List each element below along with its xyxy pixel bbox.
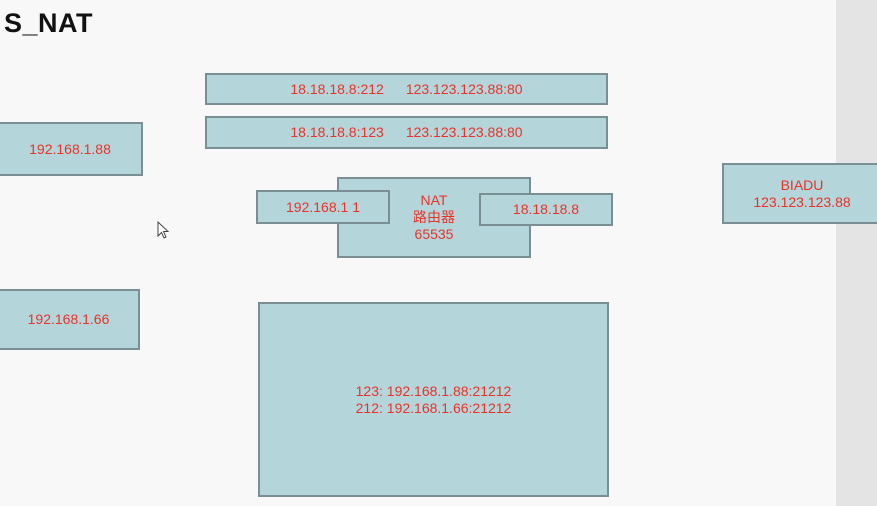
host-1-ip: 192.168.1.88 — [29, 140, 111, 157]
router-label: NAT — [420, 192, 448, 208]
server-ip: 123.123.123.88 — [753, 193, 851, 210]
host-192-168-1-88: 192.168.1.88 — [0, 122, 143, 176]
nat-row-2-source: 18.18.18.8:123 — [290, 124, 384, 140]
router-outer-interface: 18.18.18.8 — [479, 193, 613, 226]
nat-row-1-destination: 123.123.123.88:80 — [405, 80, 523, 97]
host-192-168-1-66: 192.168.1.66 — [0, 289, 140, 350]
router-inner-interface: 192.168.1 1 — [256, 190, 390, 224]
mouse-pointer-icon — [157, 221, 170, 239]
port-mapping-table: 123: 192.168.1.88:21212 212: 192.168.1.6… — [258, 302, 609, 497]
router-type: 路由器 — [413, 209, 455, 225]
router-port-count: 65535 — [414, 226, 454, 242]
nat-table-row-2: 18.18.18.8:123 123.123.123.88:80 — [205, 116, 608, 149]
server-biadu: BIADU 123.123.123.88 — [722, 163, 877, 224]
nat-row-1-source: 18.18.18.8:212 — [290, 80, 384, 97]
nat-row-2-destination: 123.123.123.88:80 — [405, 124, 523, 140]
port-map-line-1: 123: 192.168.1.88:21212 — [355, 382, 512, 399]
router-inner-ip: 192.168.1 1 — [286, 198, 360, 215]
side-gutter — [836, 0, 877, 506]
router-outer-ip: 18.18.18.8 — [512, 201, 580, 217]
port-map-line-2: 212: 192.168.1.66:21212 — [355, 399, 512, 416]
page-title: S_NAT — [4, 8, 94, 38]
server-name: BIADU — [780, 176, 824, 193]
nat-table-row-1: 18.18.18.8:212 123.123.123.88:80 — [205, 73, 608, 105]
host-2-ip: 192.168.1.66 — [27, 311, 110, 327]
